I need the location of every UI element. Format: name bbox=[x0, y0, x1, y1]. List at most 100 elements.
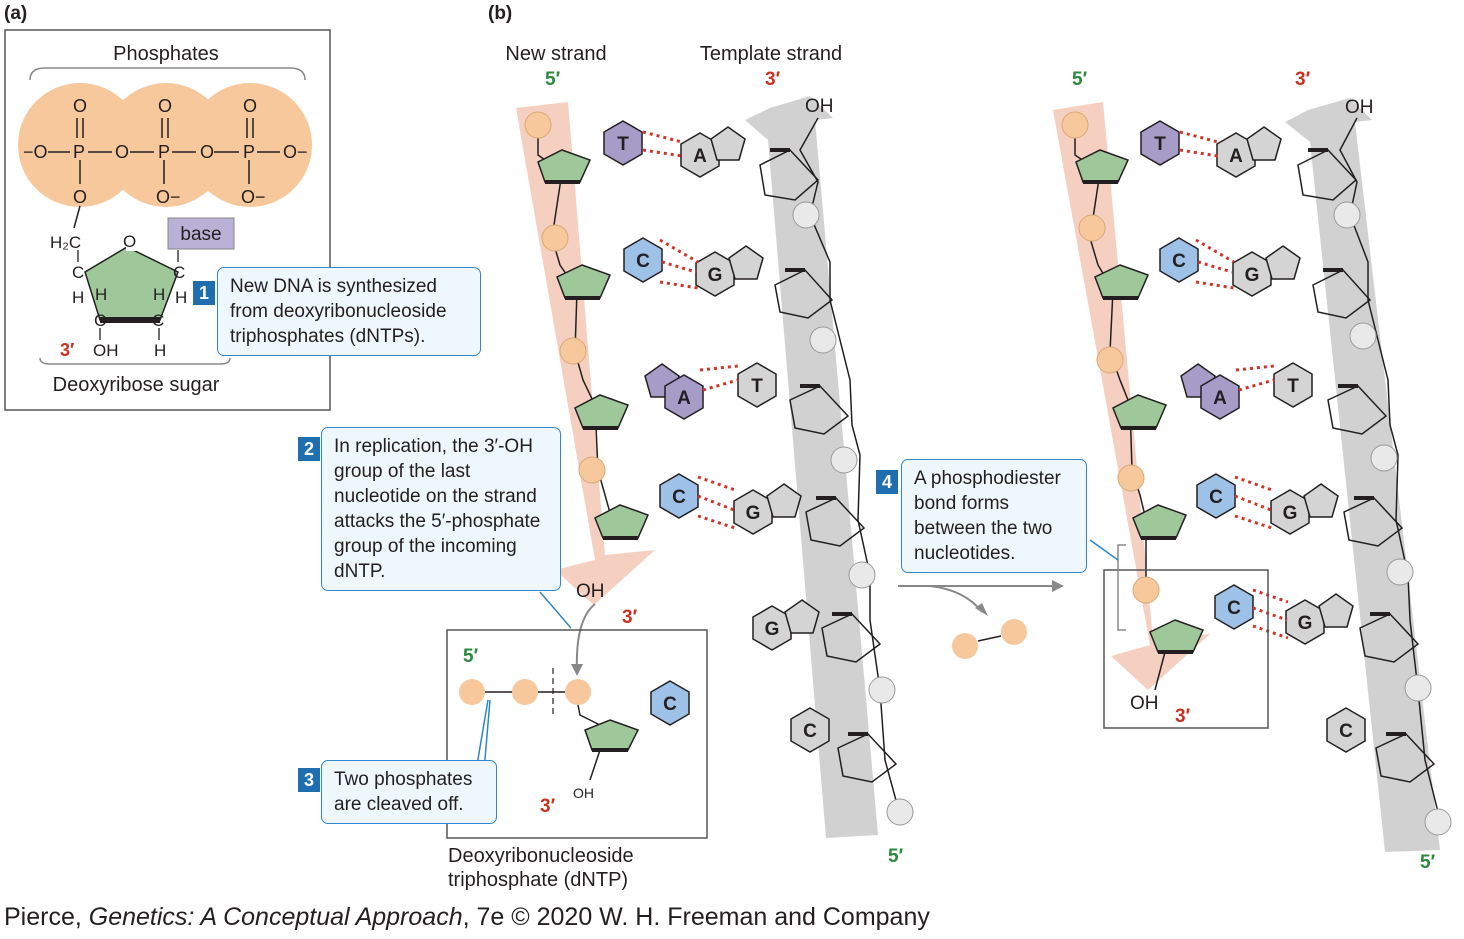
dntp-label-2: triphosphate (dNTP) bbox=[448, 869, 628, 891]
template-base-G-3: G bbox=[752, 599, 820, 651]
right-new-base-A: A bbox=[1180, 363, 1240, 420]
base-label: base bbox=[180, 224, 221, 245]
right-new-base-C-added: C bbox=[1214, 584, 1254, 630]
panel-a-label: (a) bbox=[4, 3, 27, 24]
phosphate-circle-1 bbox=[18, 83, 142, 207]
svg-text:G: G bbox=[708, 265, 723, 286]
new-strand-oh-left: OH bbox=[576, 581, 605, 602]
atom-p-3: P bbox=[243, 142, 255, 162]
phosphate-circle-3 bbox=[188, 83, 312, 207]
new-strand-arrow-right bbox=[1053, 102, 1210, 690]
three-prime-a: 3′ bbox=[60, 340, 74, 360]
phosphates-label: Phosphates bbox=[113, 43, 219, 65]
dntp-label-1: Deoxyribonucleoside bbox=[448, 845, 634, 867]
template-base-G-1: G bbox=[695, 245, 764, 297]
right-template-base-A: A bbox=[1216, 126, 1282, 178]
base-box bbox=[167, 217, 235, 250]
new-base-C-1: C bbox=[623, 237, 663, 283]
hydrogen-bonds-left bbox=[642, 130, 739, 530]
new-sugar-4 bbox=[594, 504, 650, 539]
five-prime-new-left: 5′ bbox=[545, 69, 561, 90]
svg-text:C: C bbox=[1172, 251, 1186, 272]
new-phosphate-3 bbox=[559, 337, 587, 365]
three-prime-template-right: 3′ bbox=[1295, 69, 1311, 90]
credit-author: Pierce, bbox=[4, 903, 89, 931]
new-base-A: A bbox=[644, 363, 704, 420]
step-1-badge: 1 bbox=[193, 281, 215, 305]
dntp-phosphate-2 bbox=[512, 679, 538, 705]
template-base-T: T bbox=[737, 362, 777, 408]
new-phosphate-4 bbox=[578, 456, 606, 484]
svg-text:G: G bbox=[1298, 613, 1313, 634]
template-oh-left: OH bbox=[805, 96, 834, 117]
svg-text:G: G bbox=[1245, 265, 1260, 286]
atom-c-4: C bbox=[72, 263, 84, 282]
three-prime-new-right: 3′ bbox=[1175, 706, 1191, 727]
step-4-callout: A phosphodiester bond forms between the … bbox=[901, 459, 1087, 573]
new-base-C-2: C bbox=[659, 473, 699, 519]
svg-text:C: C bbox=[663, 694, 677, 715]
panel-b-label: (b) bbox=[488, 3, 512, 24]
dntp-phosphate-3 bbox=[565, 679, 591, 705]
atom-p-1: P bbox=[73, 142, 85, 162]
svg-text:C: C bbox=[1227, 598, 1241, 619]
svg-text:A: A bbox=[677, 388, 691, 409]
template-strand-arrow-left bbox=[745, 96, 878, 838]
svg-text:C: C bbox=[636, 251, 650, 272]
atom-o-link: O bbox=[73, 187, 87, 207]
credit-book-title: Genetics: A Conceptual Approach bbox=[88, 903, 463, 931]
template-strand-label: Template strand bbox=[700, 43, 842, 65]
step-3-callout: Two phosphates are cleaved off. bbox=[321, 760, 497, 824]
right-duplex: T C A C C A G T G G C bbox=[1053, 97, 1452, 873]
atom-o-bridge-1: O bbox=[115, 142, 129, 162]
deoxyribose-label: Deoxyribose sugar bbox=[53, 374, 220, 396]
atom-o-bridge-2: O bbox=[200, 142, 214, 162]
atom-o-top-3: O bbox=[243, 96, 257, 116]
right-template-base-G-2: G bbox=[1270, 483, 1339, 535]
dntp-base-C: C bbox=[650, 680, 690, 726]
dntp-sugar bbox=[584, 719, 640, 751]
five-prime-dntp: 5′ bbox=[463, 646, 479, 667]
svg-text:T: T bbox=[1287, 376, 1299, 397]
step-2-badge: 2 bbox=[298, 437, 320, 461]
right-template-base-C: C bbox=[1326, 707, 1366, 753]
svg-text:A: A bbox=[1229, 146, 1243, 167]
sugar-ring bbox=[84, 246, 179, 321]
atom-c-1: C bbox=[173, 263, 185, 282]
svg-text:G: G bbox=[765, 619, 780, 640]
atom-o-minus-2: O− bbox=[156, 187, 181, 207]
svg-text:G: G bbox=[746, 503, 761, 524]
reaction-arrow bbox=[898, 580, 1064, 659]
credit-publisher: , 7e © 2020 W. H. Freeman and Company bbox=[462, 903, 930, 931]
hydrogen-bonds-right bbox=[1179, 130, 1289, 640]
left-duplex: T C A C A G T G G C bbox=[516, 96, 914, 867]
three-prime-template-left: 3′ bbox=[765, 69, 781, 90]
released-pyrophosphate-1 bbox=[952, 633, 978, 659]
svg-text:A: A bbox=[693, 146, 707, 167]
svg-text:A: A bbox=[1213, 388, 1227, 409]
released-pyrophosphate-2 bbox=[1001, 619, 1027, 645]
svg-text:C: C bbox=[1209, 487, 1223, 508]
svg-text:C: C bbox=[1339, 721, 1353, 742]
template-oh-right: OH bbox=[1345, 97, 1374, 118]
atom-o-top-1: O bbox=[73, 96, 87, 116]
step-3-badge: 3 bbox=[298, 768, 320, 792]
new-base-T: T bbox=[603, 120, 643, 166]
atom-o-ring: O bbox=[123, 232, 136, 251]
svg-text:T: T bbox=[617, 134, 629, 155]
svg-text:C: C bbox=[672, 487, 686, 508]
new-phosphate-2 bbox=[541, 224, 569, 252]
svg-text:T: T bbox=[751, 376, 763, 397]
svg-text:G: G bbox=[1283, 503, 1298, 524]
step-1-callout: New DNA is synthesized from deoxyribonuc… bbox=[217, 267, 481, 356]
svg-text:T: T bbox=[1154, 134, 1166, 155]
template-base-C: C bbox=[790, 707, 830, 753]
atom-p-2: P bbox=[158, 142, 170, 162]
step-4-badge: 4 bbox=[876, 470, 898, 494]
atom-o-top-2: O bbox=[158, 96, 172, 116]
new-phosphate-1 bbox=[524, 111, 552, 139]
atom-h-2a: H bbox=[153, 285, 165, 304]
step-2-callout: In replication, the 3′-OH group of the l… bbox=[321, 427, 561, 591]
new-strand-label: New strand bbox=[505, 43, 606, 65]
atom-h-2b: H bbox=[154, 341, 166, 360]
